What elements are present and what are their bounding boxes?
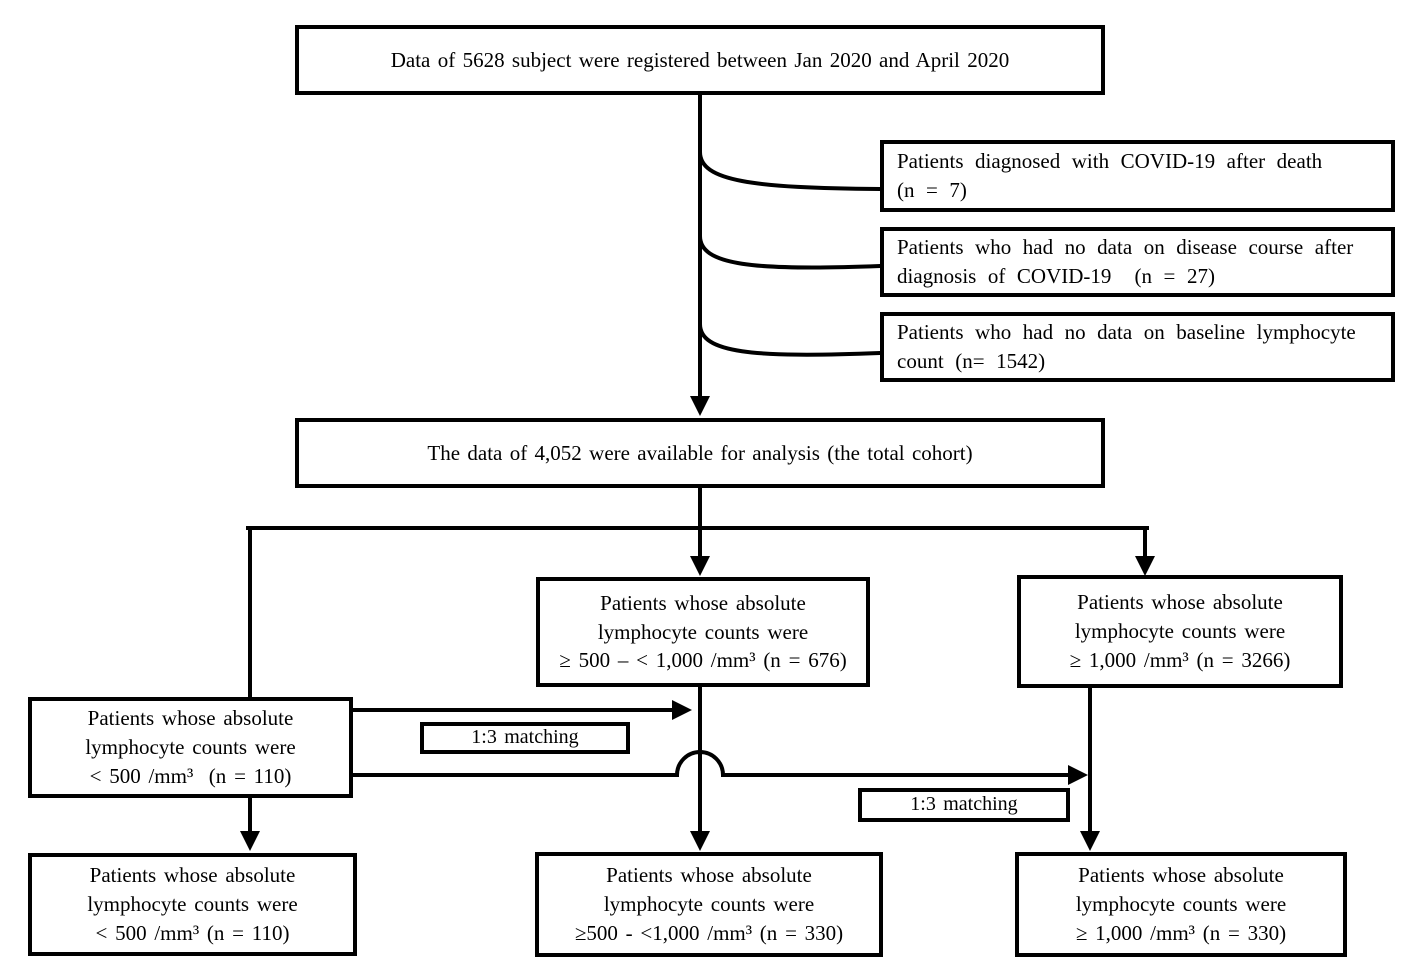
box-line: Patients whose absolute	[1077, 590, 1283, 615]
arrowhead-into-matched-low	[240, 831, 260, 851]
box-line: lymphocyte counts were	[597, 619, 809, 644]
label-matching-right: 1:3 matching	[858, 788, 1070, 822]
arrowhead-into-group-high	[1135, 556, 1155, 576]
box-excluded-no-baseline-count: Patients who had no data on baseline lym…	[880, 312, 1395, 382]
box-line: count (n= 1542)	[897, 349, 1046, 373]
connector-matching-right-arrow	[351, 750, 1072, 777]
box-matched-ge1000: Patients whose absolute lymphocyte count…	[1015, 852, 1347, 957]
box-group-ge1000: Patients whose absolute lymphocyte count…	[1017, 575, 1343, 688]
box-line: (n = 7)	[897, 178, 967, 202]
box-registered: Data of 5628 subject were registered bet…	[295, 25, 1105, 95]
box-line: ≥ 500 – < 1,000 /mm³ (n = 676)	[559, 648, 847, 673]
matching-label: 1:3 matching	[471, 726, 579, 749]
box-line: The data of 4,052 were available for ana…	[427, 440, 973, 465]
connector-excl-baseline	[697, 321, 883, 357]
box-line: lymphocyte counts were	[85, 735, 296, 760]
arrowhead-into-matched-high	[1080, 831, 1100, 851]
box-group-500-1000: Patients whose absolute lymphocyte count…	[536, 577, 870, 687]
box-line: lymphocyte counts were	[1075, 892, 1287, 917]
box-line: Patients whose absolute	[87, 706, 294, 731]
label-matching-left: 1:3 matching	[420, 722, 630, 754]
arrowhead-into-cohort	[690, 396, 710, 416]
box-line: Data of 5628 subject were registered bet…	[390, 47, 1010, 72]
connector-excl-death	[697, 149, 883, 192]
box-line: lymphocyte counts were	[87, 892, 298, 917]
box-line: diagnosis of COVID-19 (n = 27)	[897, 264, 1215, 288]
connector-excl-course	[697, 233, 883, 270]
box-line: lymphocyte counts were	[1074, 619, 1286, 644]
box-total-cohort: The data of 4,052 were available for ana…	[295, 418, 1105, 488]
box-line: Patients who had no data on disease cour…	[897, 235, 1354, 260]
box-line: lymphocyte counts were	[603, 892, 815, 917]
box-line: < 500 /mm³ (n = 110)	[89, 763, 292, 788]
box-line: Patients whose absolute	[600, 590, 806, 615]
box-matched-lt500: Patients whose absolute lymphocyte count…	[28, 853, 357, 956]
box-line: Patients whose absolute	[606, 863, 812, 888]
box-line: Patients whose absolute	[1078, 863, 1284, 888]
box-line: ≥ 1,000 /mm³ (n = 3266)	[1069, 647, 1291, 672]
arrowhead-into-group-mid	[690, 556, 710, 576]
box-excluded-after-death: Patients diagnosed with COVID-19 after d…	[880, 140, 1395, 212]
box-line: ≥ 1,000 /mm³ (n = 330)	[1075, 920, 1287, 945]
box-line: ≥500 - <1,000 /mm³ (n = 330)	[574, 920, 844, 945]
arrowhead-matching-right	[1068, 765, 1088, 785]
box-excluded-no-disease-course: Patients who had no data on disease cour…	[880, 227, 1395, 297]
box-line: Patients diagnosed with COVID-19 after d…	[897, 149, 1323, 174]
matching-label: 1:3 matching	[910, 793, 1018, 816]
arrowhead-into-matched-mid	[690, 831, 710, 851]
arrowhead-matching-left	[672, 700, 692, 720]
box-line: Patients who had no data on baseline lym…	[897, 320, 1356, 345]
box-matched-500-1000: Patients whose absolute lymphocyte count…	[535, 852, 883, 957]
box-group-lt500: Patients whose absolute lymphocyte count…	[28, 697, 353, 798]
box-line: < 500 /mm³ (n = 110)	[95, 920, 290, 945]
box-line: Patients whose absolute	[89, 863, 296, 888]
